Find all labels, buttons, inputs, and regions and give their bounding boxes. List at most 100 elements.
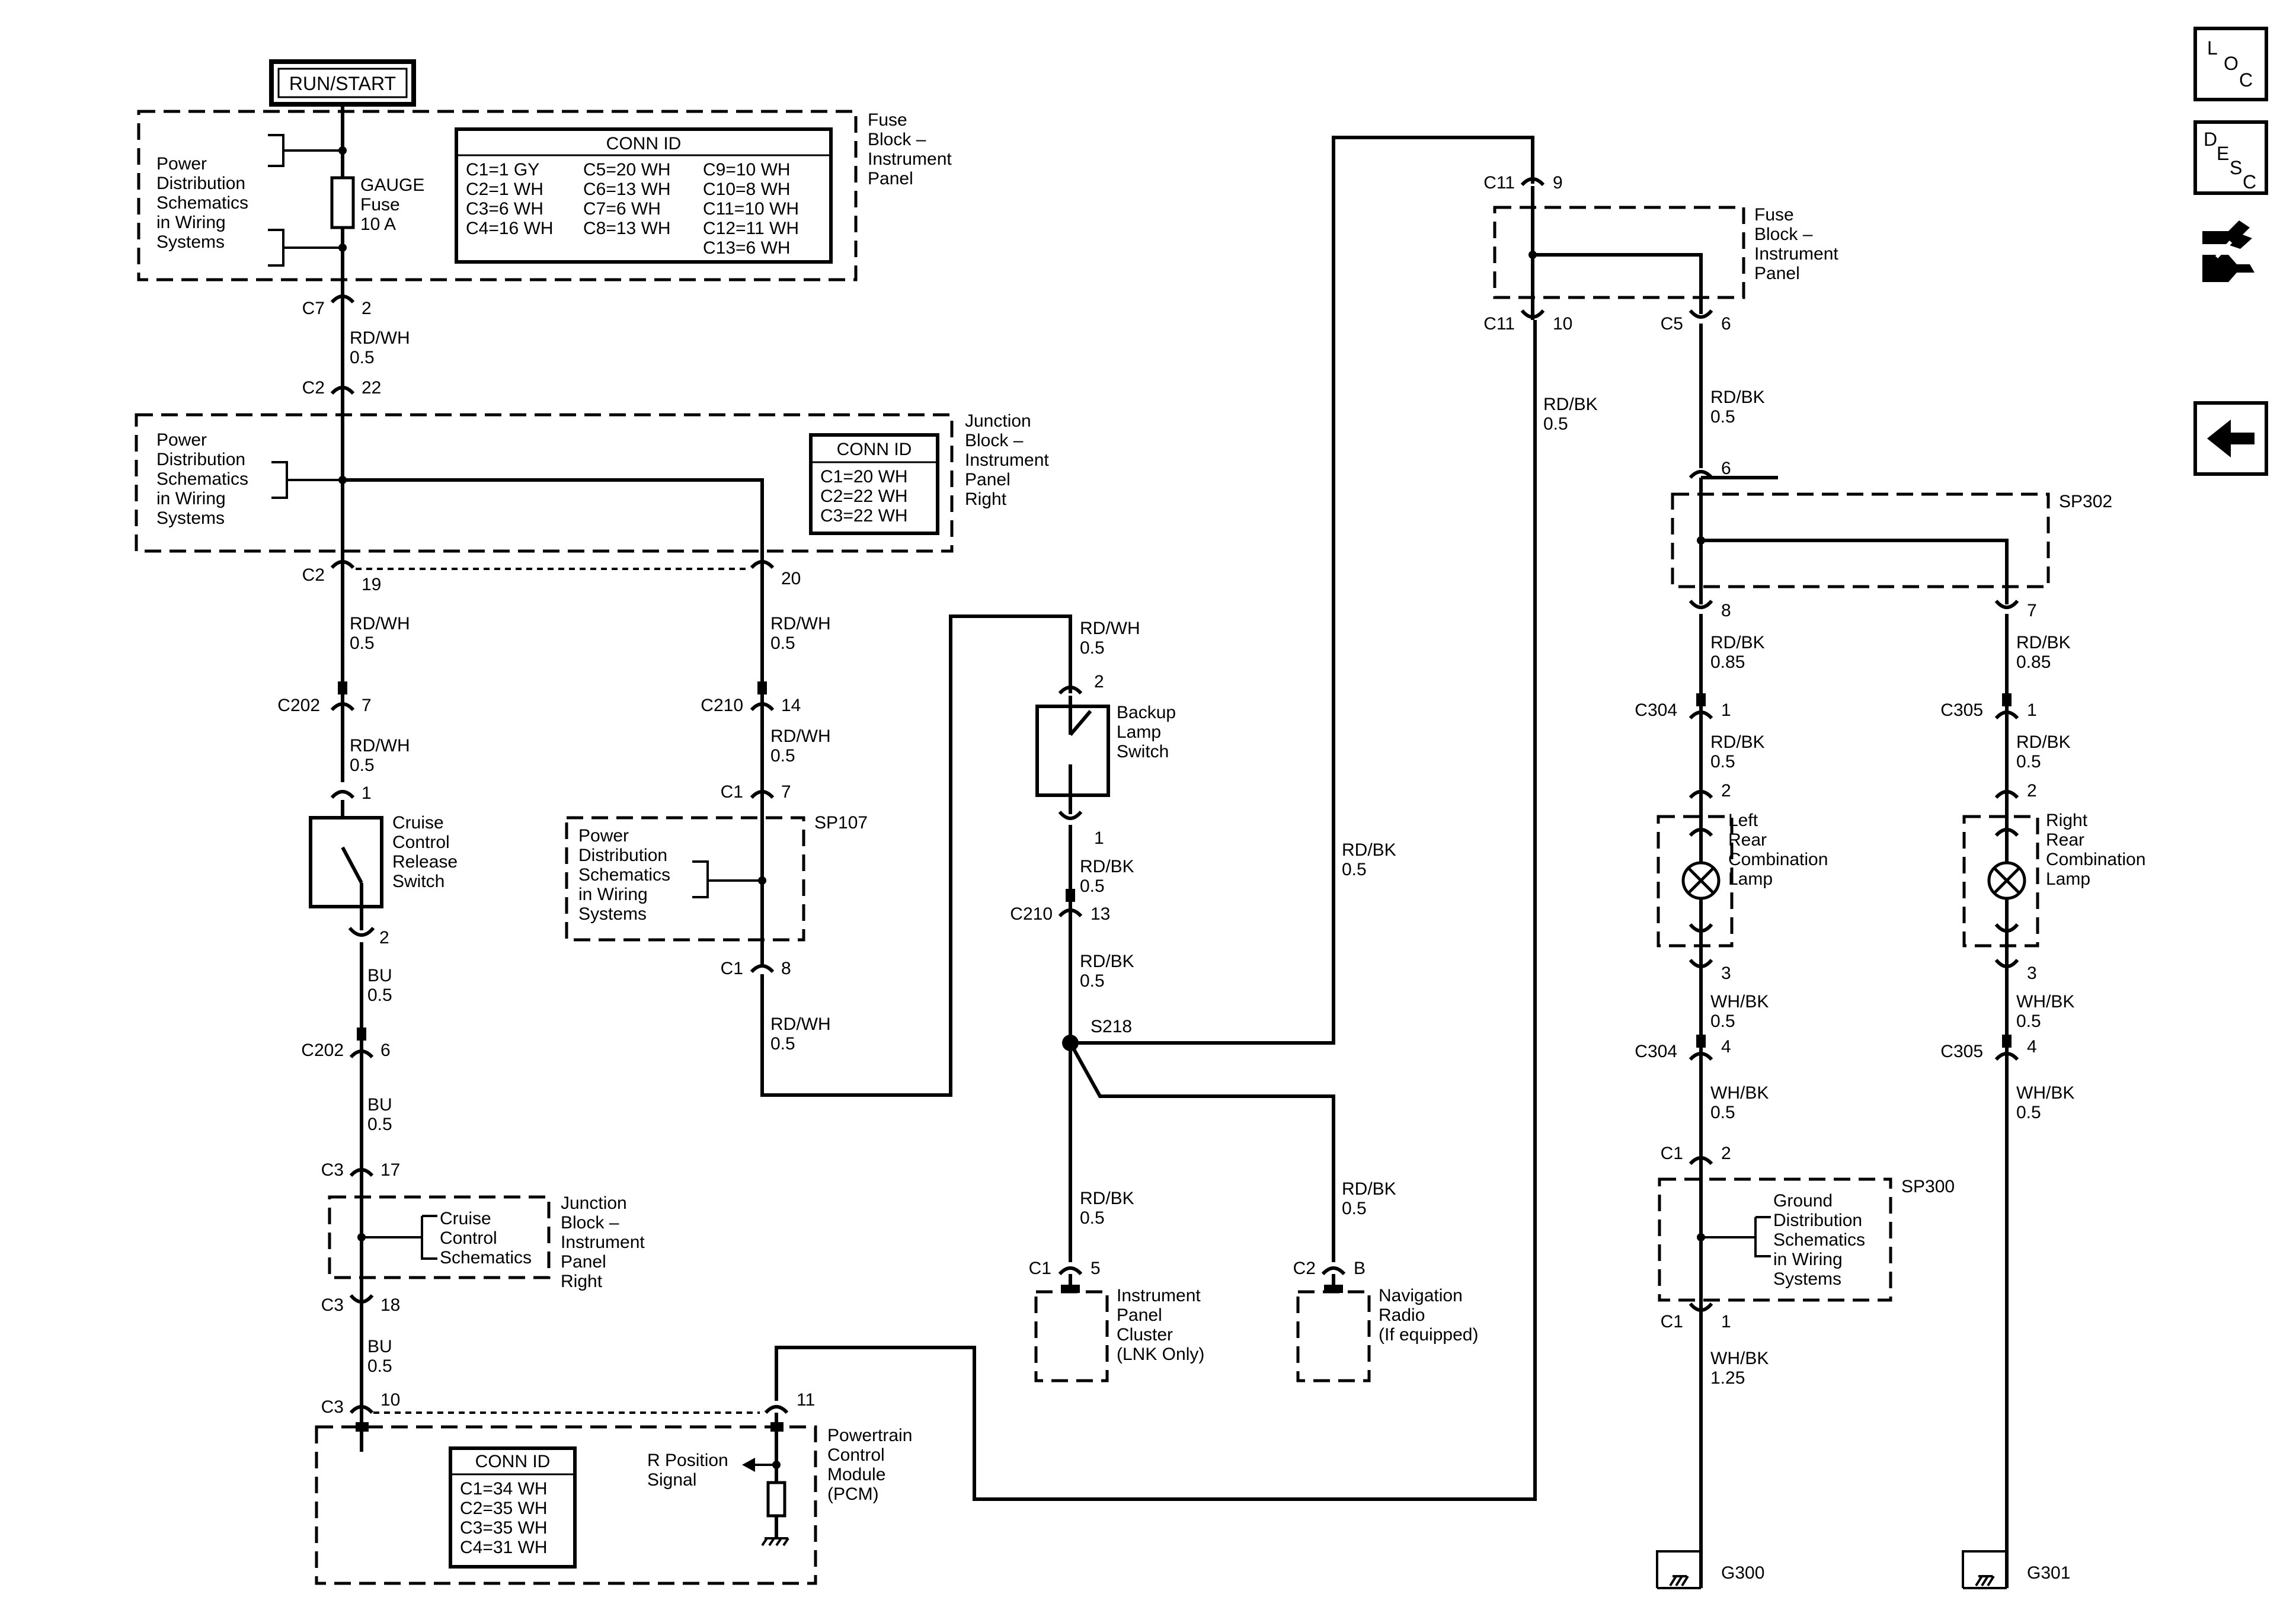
svg-text:BU: BU — [367, 1095, 392, 1115]
svg-text:Ground: Ground — [1773, 1191, 1833, 1211]
svg-text:0.5: 0.5 — [1710, 1103, 1735, 1122]
svg-text:C: C — [2239, 69, 2253, 91]
svg-text:0.5: 0.5 — [350, 348, 375, 367]
run-start-label: RUN/START — [269, 59, 416, 107]
svg-text:C3=22 WH: C3=22 WH — [820, 506, 908, 526]
svg-text:C2: C2 — [302, 378, 325, 398]
ground-g301-icon — [1975, 1575, 1995, 1587]
svg-text:C1: C1 — [721, 959, 743, 978]
svg-text:7: 7 — [781, 782, 791, 802]
wire-label-bu-10: BU0.5 — [367, 1337, 392, 1376]
svg-text:C1: C1 — [1661, 1144, 1683, 1163]
svg-text:C7: C7 — [302, 299, 325, 318]
svg-text:Distribution: Distribution — [156, 450, 245, 469]
wire-label-rdbk-15: RD/BK0.5 — [1543, 395, 1598, 434]
svg-text:0.5: 0.5 — [1543, 414, 1568, 434]
svg-text:Systems: Systems — [1773, 1269, 1841, 1289]
svg-text:Systems: Systems — [578, 904, 647, 924]
loc-button[interactable]: L O C — [2193, 27, 2268, 101]
svg-text:1: 1 — [1094, 828, 1104, 848]
svg-text:GAUGE: GAUGE — [360, 175, 424, 195]
wire-label-rdwh-2: RD/WH0.5 — [350, 614, 410, 653]
powertrain-control-module: Powertrain Control Module (PCM) CONN ID … — [315, 1413, 912, 1585]
svg-text:RUN/START: RUN/START — [289, 73, 396, 94]
wire-label-whbk-24: WH/BK0.5 — [1710, 1083, 1769, 1122]
svg-text:C7=6 WH: C7=6 WH — [583, 199, 661, 219]
svg-text:C304: C304 — [1635, 1042, 1677, 1061]
svg-text:Distribution: Distribution — [1773, 1211, 1862, 1230]
svg-text:G301: G301 — [2027, 1563, 2070, 1583]
svg-text:18: 18 — [380, 1295, 400, 1315]
connector-sp302-6: 6 — [1689, 459, 1731, 479]
svg-text:Fuse: Fuse — [1754, 205, 1794, 225]
svg-text:2: 2 — [1721, 1144, 1731, 1163]
wire-label-bu-9: BU0.5 — [367, 1095, 392, 1134]
power-distribution-reference-top: Power Distribution Schematics in Wiring … — [156, 154, 248, 252]
svg-text:20: 20 — [781, 569, 801, 588]
svg-text:Panel: Panel — [868, 169, 913, 188]
svg-text:0.5: 0.5 — [1080, 1208, 1105, 1228]
svg-text:RD/BK: RD/BK — [1710, 388, 1765, 407]
svg-text:4: 4 — [2027, 1037, 2037, 1057]
svg-text:RD/BK: RD/BK — [1342, 1179, 1396, 1199]
svg-text:RD/BK: RD/BK — [1342, 840, 1396, 860]
left-lamp-label: Left Rear Combination Lamp — [1728, 811, 1828, 889]
wire-label-rdbk-21: RD/BK0.5 — [2016, 732, 2071, 772]
svg-text:Right: Right — [2046, 811, 2088, 830]
svg-text:0.5: 0.5 — [1710, 752, 1735, 772]
svg-text:Cluster: Cluster — [1117, 1325, 1173, 1345]
desc-button[interactable]: D E S C — [2193, 120, 2268, 195]
svg-text:SP107: SP107 — [814, 813, 868, 833]
svg-text:Instrument: Instrument — [965, 450, 1049, 470]
svg-text:Backup: Backup — [1117, 703, 1176, 722]
ground-g300: G300 — [1656, 1550, 1764, 1589]
svg-text:17: 17 — [380, 1160, 400, 1180]
wire-label-rdbk-12: RD/BK0.5 — [1080, 952, 1134, 991]
svg-text:6: 6 — [1721, 459, 1731, 478]
svg-text:6: 6 — [380, 1041, 391, 1060]
svg-text:RD/WH: RD/WH — [350, 328, 410, 348]
svg-text:Junction: Junction — [561, 1193, 627, 1213]
svg-text:0.5: 0.5 — [367, 985, 392, 1005]
svg-text:19: 19 — [362, 575, 381, 594]
svg-text:Panel: Panel — [1117, 1305, 1162, 1325]
svg-text:0.85: 0.85 — [1710, 652, 1745, 672]
svg-text:0.5: 0.5 — [2016, 1012, 2041, 1031]
wire-label-whbk-22: WH/BK0.5 — [1710, 992, 1769, 1031]
svg-text:7: 7 — [362, 696, 372, 715]
svg-text:Lamp: Lamp — [2046, 869, 2090, 889]
svg-text:RD/BK: RD/BK — [1080, 952, 1134, 971]
svg-text:RD/WH: RD/WH — [1080, 619, 1140, 638]
svg-text:Panel: Panel — [965, 470, 1011, 489]
svg-text:2: 2 — [1094, 672, 1104, 692]
connector-repair-icon[interactable] — [2202, 220, 2255, 282]
svg-text:L: L — [2207, 37, 2218, 59]
svg-text:10: 10 — [380, 1390, 400, 1410]
wire-label-rdbk-11: RD/BK0.5 — [1080, 857, 1134, 896]
svg-text:Systems: Systems — [156, 232, 225, 252]
svg-text:C12=11 WH: C12=11 WH — [703, 219, 799, 238]
svg-text:Combination: Combination — [2046, 850, 2145, 869]
svg-text:C6=13 WH: C6=13 WH — [583, 180, 671, 199]
svg-text:CONN ID: CONN ID — [606, 134, 682, 153]
svg-text:WH/BK: WH/BK — [1710, 1083, 1769, 1103]
svg-text:(LNK Only): (LNK Only) — [1117, 1345, 1204, 1364]
svg-text:10 A: 10 A — [360, 215, 396, 234]
back-button[interactable] — [2193, 401, 2268, 476]
svg-text:RD/WH: RD/WH — [350, 614, 410, 633]
svg-text:0.5: 0.5 — [770, 1034, 795, 1054]
wire-label-rdwh-3: RD/WH0.5 — [770, 614, 831, 653]
svg-text:0.5: 0.5 — [1342, 1199, 1367, 1218]
svg-text:C1: C1 — [1661, 1312, 1683, 1331]
svg-text:C210: C210 — [1010, 904, 1053, 924]
svg-text:in Wiring: in Wiring — [1773, 1250, 1843, 1269]
svg-text:13: 13 — [1091, 904, 1110, 924]
